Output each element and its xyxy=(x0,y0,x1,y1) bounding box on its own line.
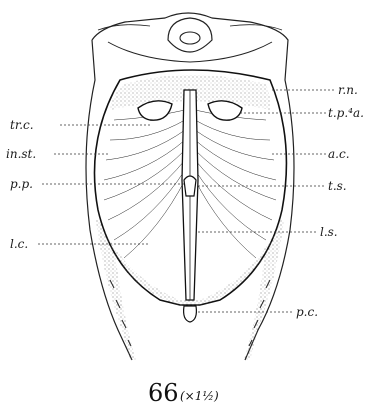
figure-caption: 66 (×1½) xyxy=(148,379,219,407)
label-pp: p.p. xyxy=(10,177,33,191)
label-inst: in.st. xyxy=(6,147,36,161)
shield xyxy=(94,70,286,322)
label-ac: a.c. xyxy=(328,147,350,161)
figure-number: 66 xyxy=(148,379,179,407)
label-ls: l.s. xyxy=(320,225,338,239)
label-trc: tr.c. xyxy=(10,118,34,132)
posterior-pad xyxy=(184,306,197,322)
label-tp4a: t.p.⁴a. xyxy=(328,106,364,120)
median-knob xyxy=(184,176,196,196)
label-ts: t.s. xyxy=(328,179,347,193)
label-lc: l.c. xyxy=(10,237,28,251)
head-crest xyxy=(168,18,212,52)
label-rn: r.n. xyxy=(338,83,358,97)
crest-foramen xyxy=(180,32,200,44)
figure-scale: (×1½) xyxy=(180,389,219,403)
label-pc: p.c. xyxy=(296,305,318,319)
